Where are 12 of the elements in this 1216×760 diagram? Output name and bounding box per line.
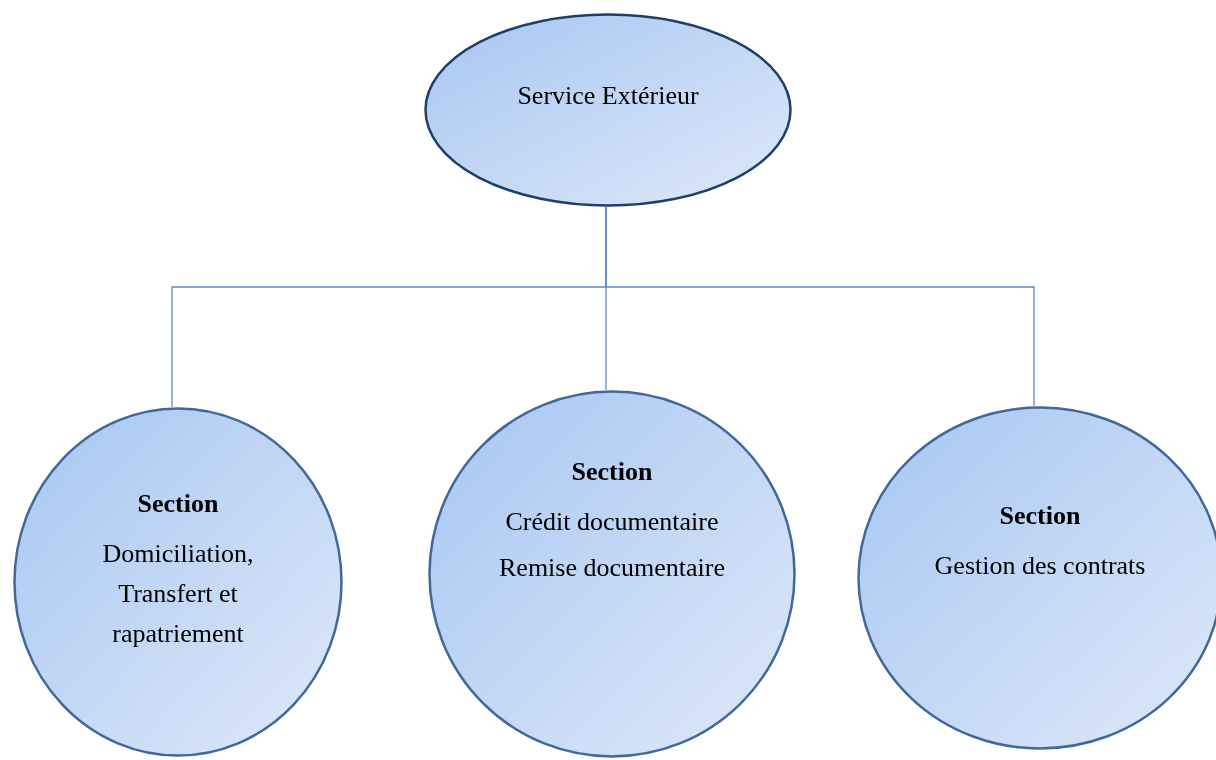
node-text: Remise documentaire (499, 552, 725, 584)
node-text: Gestion des contrats (934, 550, 1146, 582)
section-heading: Section (571, 456, 653, 488)
connector-line (605, 206, 1035, 407)
circle-node (13, 407, 343, 757)
ellipse-node (424, 13, 792, 207)
circle-node (428, 390, 796, 758)
node-text: Domiciliation, Transfert et rapatriement (101, 538, 255, 650)
section-heading: Section (999, 500, 1081, 532)
node-text: Crédit documentaire (505, 506, 719, 538)
node-text: Service Extérieur (517, 80, 699, 112)
section-heading: Section (137, 488, 219, 520)
